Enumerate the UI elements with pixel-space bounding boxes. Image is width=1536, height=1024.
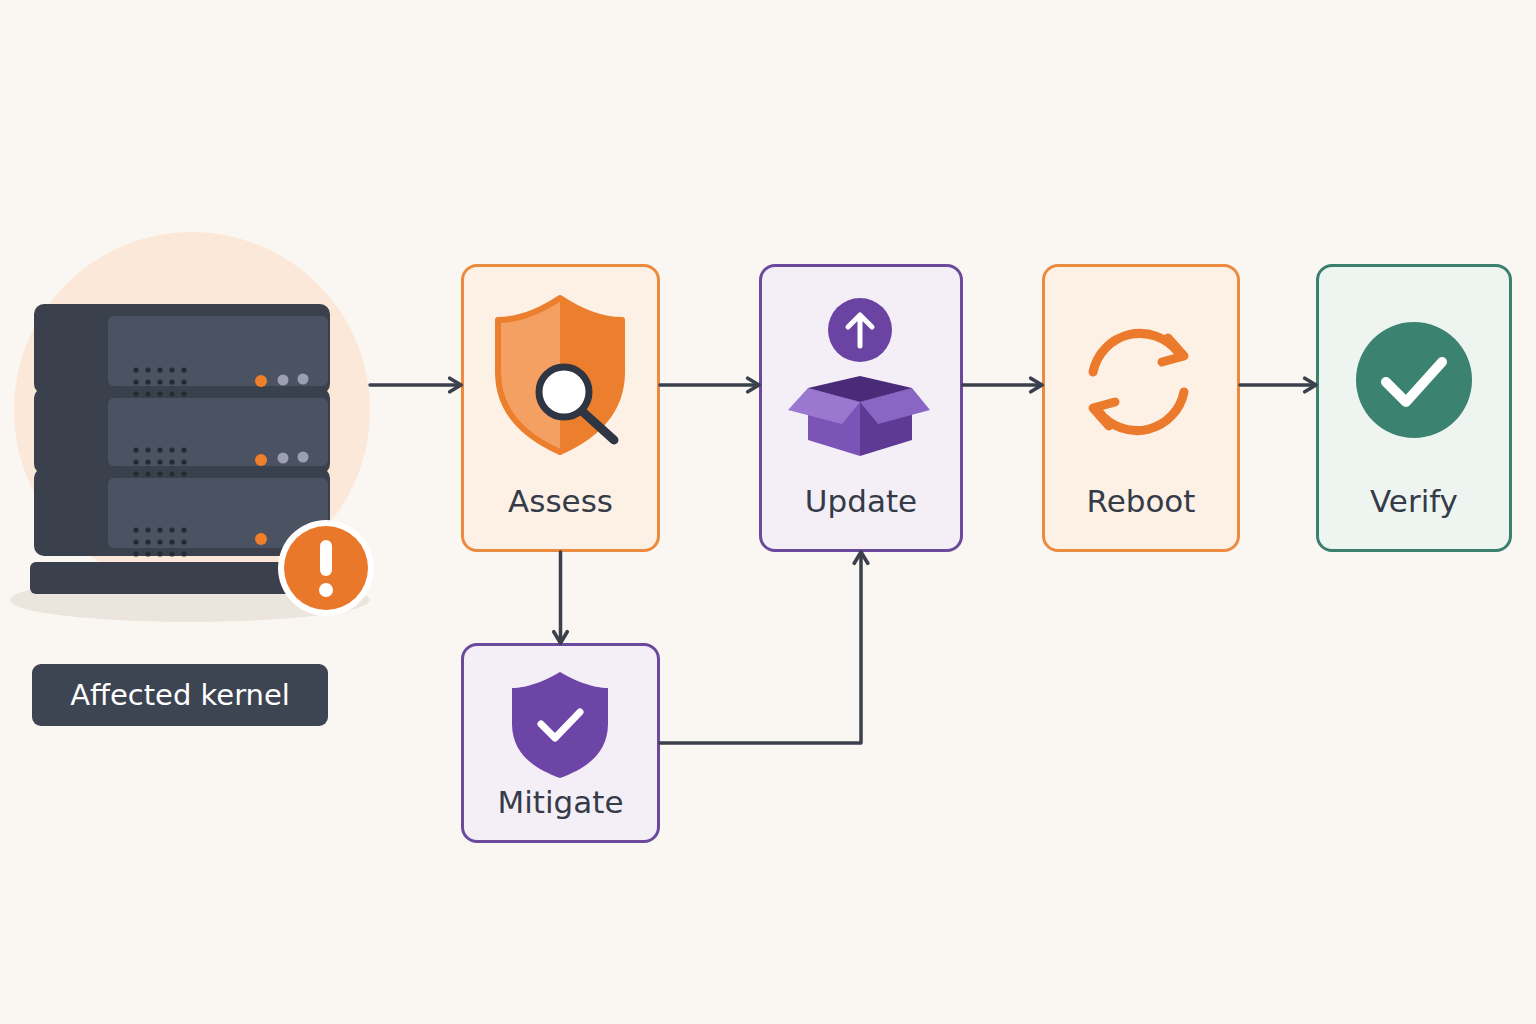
process-box: Mitigate [461, 643, 660, 843]
node-label: Verify [1370, 483, 1458, 519]
glow-circle [14, 232, 370, 588]
server-illustration [10, 232, 374, 622]
package-update-icon [788, 298, 930, 456]
node-label: Mitigate [497, 784, 623, 820]
node-label: Reboot [1087, 483, 1196, 519]
flow-arrow [559, 552, 563, 643]
process-box: Verify [1316, 264, 1512, 552]
server-base [30, 562, 348, 594]
flow-arrow [660, 552, 861, 743]
flow-arrow [370, 383, 461, 387]
process-box: Assess [461, 264, 660, 552]
flow-arrow [660, 383, 759, 387]
flow-arrow [1240, 383, 1316, 387]
server-unit [34, 304, 330, 394]
server-node: Affected kernel [20, 240, 370, 726]
warning-badge [278, 520, 374, 616]
server-unit [34, 468, 330, 556]
process-box: Update [759, 264, 963, 552]
node-label: Assess [508, 483, 613, 519]
reboot-cycle-icon [1093, 333, 1184, 430]
process-box: Reboot [1042, 264, 1240, 552]
status-leds [255, 374, 309, 546]
shield-check-icon [512, 672, 608, 778]
check-circle-icon [1356, 322, 1472, 438]
flow-arrow [963, 383, 1042, 387]
shadow [10, 578, 370, 622]
server-unit [34, 388, 330, 474]
node-label: Update [805, 483, 917, 519]
vent-dots [133, 367, 186, 556]
node-label-pill: Affected kernel [32, 664, 328, 726]
shield-search-icon [498, 298, 622, 452]
